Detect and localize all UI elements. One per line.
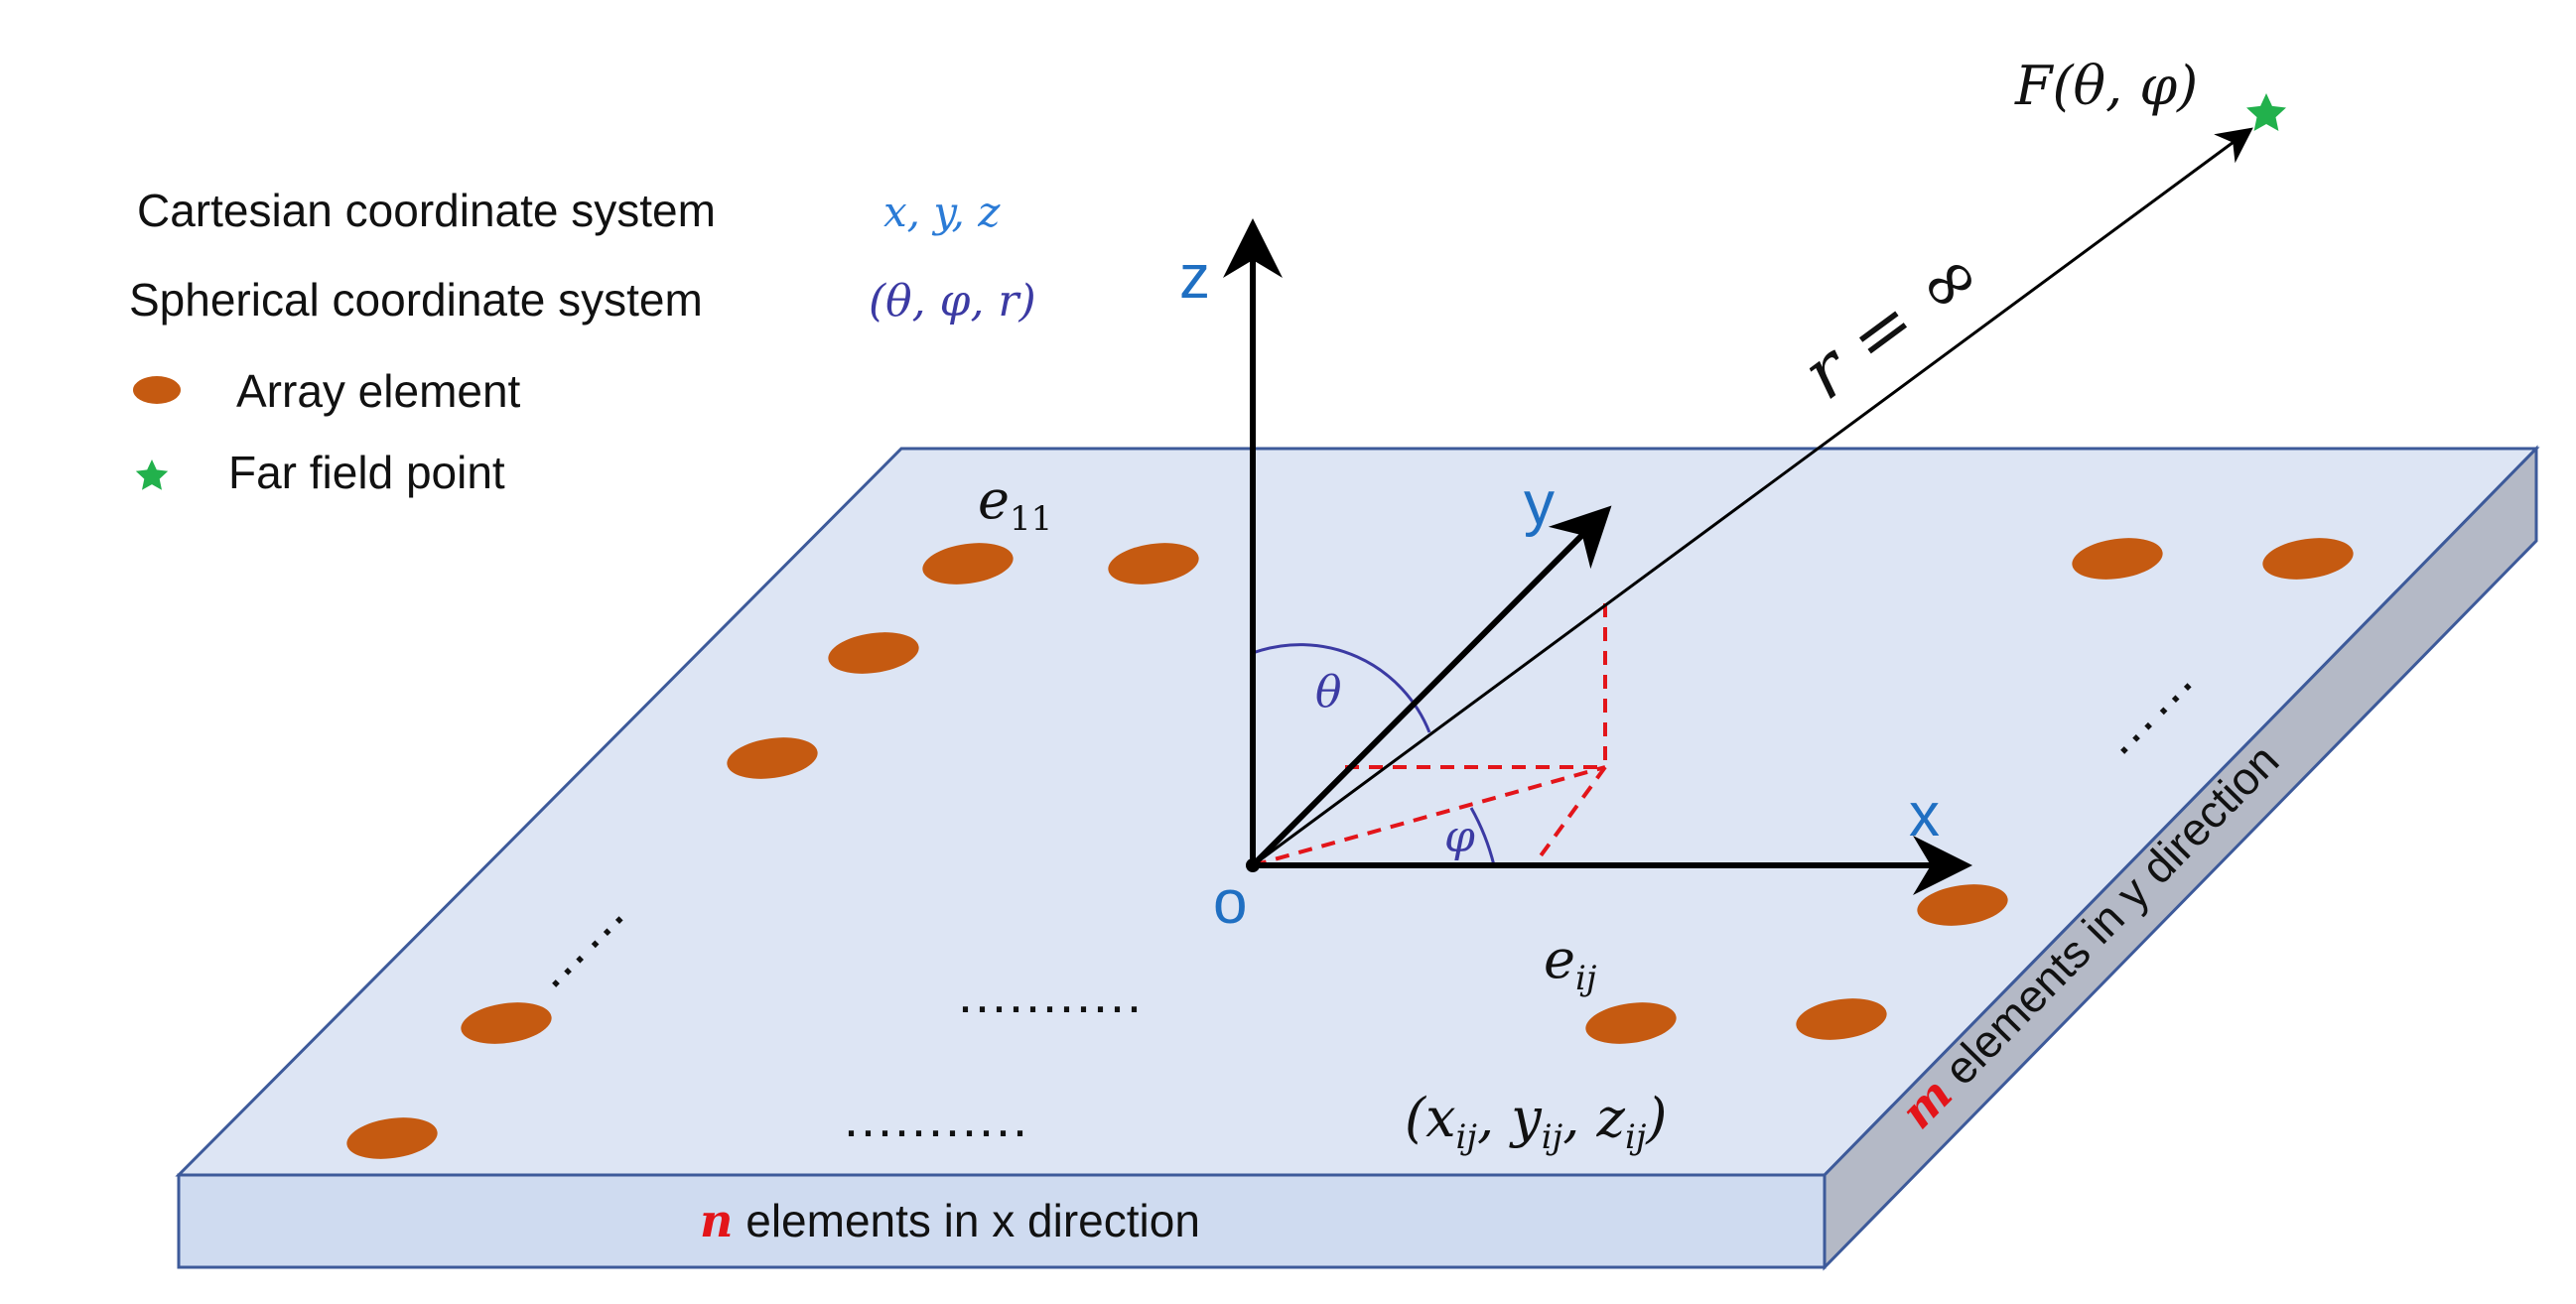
- legend-array-element-icon: [133, 376, 181, 404]
- first-element-label: e11: [978, 468, 1052, 539]
- far-field-star-icon: [2246, 93, 2286, 131]
- array-element: [727, 737, 818, 779]
- legend-spherical-label: Spherical coordinate system: [129, 274, 703, 326]
- bottom-ellipsis: ...........: [844, 1089, 1029, 1148]
- z-axis-label: z: [1179, 243, 1210, 312]
- x-direction-variable: n: [700, 1194, 733, 1247]
- y-axis-label: y: [1524, 469, 1555, 538]
- array-element: [2262, 538, 2354, 580]
- projection-to-origin-line: [1252, 765, 1606, 867]
- first-element-symbol: e: [978, 468, 1010, 531]
- axes: [1223, 127, 2253, 895]
- x-axis-label: x: [1909, 781, 1940, 849]
- theta-label: θ: [1315, 667, 1342, 717]
- legend-cartesian-label: Cartesian coordinate system: [137, 185, 716, 236]
- array-element: [2072, 538, 2163, 580]
- radius-label: r = ∞: [1787, 230, 1996, 416]
- coord-part: ): [1645, 1087, 1667, 1149]
- coord-part-sub: ij: [1542, 1117, 1563, 1157]
- array-elements: [346, 538, 2354, 1159]
- array-element: [828, 632, 919, 674]
- array-element: [461, 1002, 552, 1044]
- general-element-coordinates: (xij, yij, zij): [1405, 1087, 1668, 1157]
- x-direction-text: elements in x direction: [733, 1195, 1199, 1246]
- coord-part-sub: ij: [1456, 1117, 1478, 1157]
- origin-point: [1246, 858, 1260, 872]
- phi-label: φ: [1444, 812, 1475, 862]
- first-element-subscript: 11: [1010, 499, 1052, 539]
- middle-ellipsis: ...........: [958, 965, 1144, 1024]
- origin-label: o: [1213, 868, 1247, 937]
- legend-cartesian-symbol: x, y, z: [883, 188, 1001, 236]
- array-element: [922, 543, 1014, 585]
- substrate-plate: [175, 445, 2540, 1271]
- projection-to-x-axis-line: [1532, 765, 1607, 867]
- coord-part: , z: [1562, 1087, 1625, 1149]
- legend-array-element-label: Array element: [236, 365, 521, 417]
- array-element: [346, 1117, 438, 1159]
- general-element-symbol: e: [1544, 928, 1575, 990]
- x-direction-label: n elements in x direction: [700, 1194, 1200, 1247]
- coord-part-sub: ij: [1625, 1117, 1647, 1157]
- general-element-subscript: ij: [1575, 959, 1597, 998]
- legend-spherical-symbol: (θ, φ, r): [869, 276, 1036, 326]
- projection-lines: [1252, 603, 1607, 867]
- y-axis: [1250, 505, 1612, 868]
- radius-vector: [1252, 127, 2253, 867]
- far-field-point-label: F(θ, φ): [2014, 55, 2198, 117]
- legend-far-field-label: Far field point: [228, 447, 505, 498]
- coord-part: , y: [1477, 1087, 1543, 1149]
- coord-part: (x: [1405, 1087, 1456, 1149]
- array-element: [1585, 1002, 1677, 1044]
- legend-star-icon: [135, 459, 169, 490]
- array-element: [1108, 543, 1199, 585]
- legend: Cartesian coordinate system x, y, z Sphe…: [129, 185, 1036, 498]
- plate-side-face: [1823, 445, 2538, 1271]
- theta-arc: [1252, 643, 1431, 733]
- array-element: [1796, 998, 1887, 1040]
- general-element-label: eij: [1544, 928, 1597, 998]
